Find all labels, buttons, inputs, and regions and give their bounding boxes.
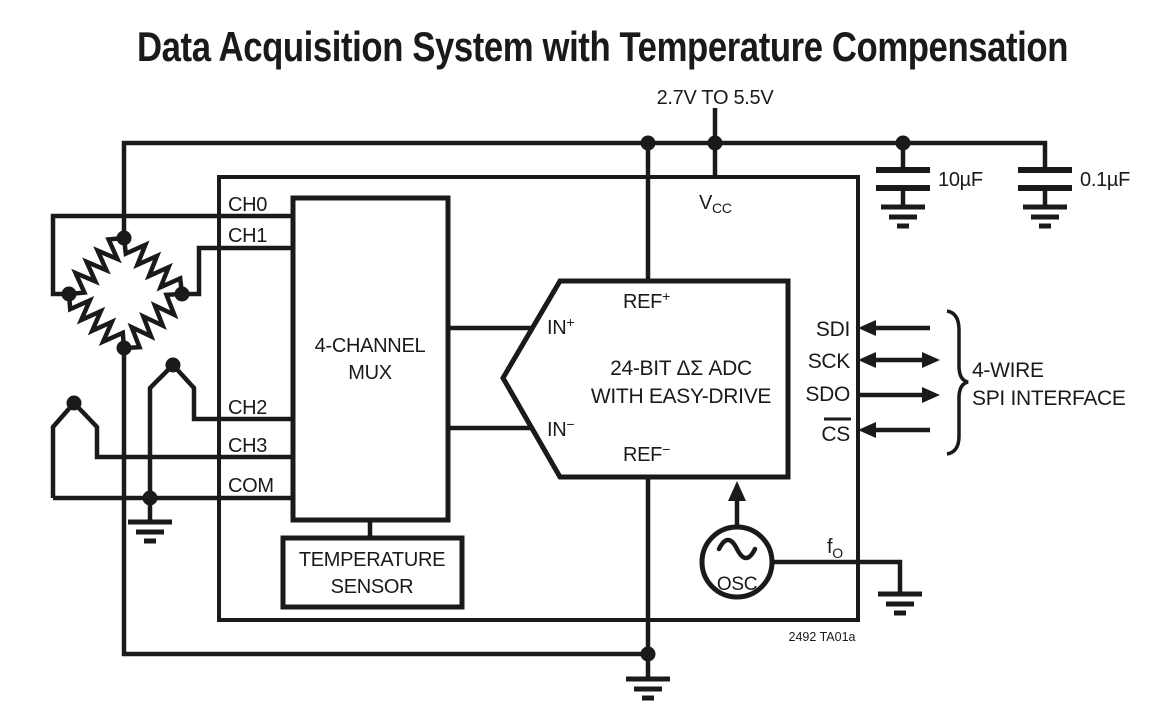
ref-plus-superscript: +	[662, 288, 670, 304]
wire-thermocouple2-left-leg	[50, 401, 76, 498]
bridge-resistor-top-right	[121, 237, 185, 295]
wheatstone-bridge	[66, 235, 185, 351]
ground-com	[128, 519, 172, 544]
in-minus-base: IN	[547, 419, 566, 441]
spi-brace	[946, 309, 969, 456]
figure-id: 2492 TA01a	[789, 630, 856, 644]
ground-symbols	[128, 204, 1067, 701]
cap-bulk-label: 10µF	[938, 169, 983, 191]
vcc-base: V	[699, 192, 713, 214]
cap-bypass-label: 0.1µF	[1080, 169, 1130, 191]
pin-label-vcc: VCC	[699, 192, 732, 216]
in-plus-base: IN	[547, 317, 566, 339]
pin-label-sdi: SDI	[816, 318, 850, 341]
temp-sensor-box	[280, 535, 465, 610]
adc-label-line1: 24-BIT ΔΣ ADC	[610, 357, 752, 380]
ground-cap-bulk	[881, 204, 925, 229]
capacitors	[876, 167, 1072, 191]
sck-arrowhead-left	[858, 352, 876, 368]
sck-arrowhead-right	[922, 352, 940, 368]
fo-base: f	[827, 536, 833, 558]
thermocouple2-junction	[66, 395, 82, 411]
pin-label-sck: SCK	[808, 350, 851, 373]
arrowheads	[728, 320, 940, 501]
ref-minus-superscript: −	[662, 441, 670, 457]
pin-label-sdo: SDO	[805, 383, 850, 406]
pin-label-com: COM	[228, 475, 274, 497]
wire-bottom-rail	[121, 348, 648, 657]
wire-thermocouple1-left-leg	[147, 363, 175, 500]
sdo-arrowhead-right	[922, 387, 940, 403]
junction-dot	[707, 135, 723, 151]
mux-label-line2: MUX	[348, 362, 392, 384]
ground-ref-minus	[626, 676, 670, 701]
pin-label-ch0: CH0	[228, 194, 267, 216]
ground-cap-bypass	[1023, 204, 1067, 229]
ref-minus-base: REF	[623, 444, 662, 466]
wire-ch1	[182, 245, 293, 297]
pin-label-in-minus: IN−	[547, 416, 574, 441]
fo-subscript: O	[832, 545, 843, 561]
bridge-node-top	[116, 230, 132, 246]
osc-label: OSC	[717, 574, 757, 595]
supply-voltage-label: 2.7V TO 5.5V	[657, 87, 775, 109]
mux-box	[290, 195, 451, 523]
diagram-title: Data Acquisition System with Temperature…	[137, 23, 1068, 70]
adc-outline	[500, 278, 791, 480]
bridge-resistor-bottom-right	[123, 291, 183, 351]
pin-label-ch1: CH1	[228, 225, 267, 247]
adc-label-line2: WITH EASY-DRIVE	[591, 385, 772, 408]
junction-dot	[640, 646, 656, 662]
bridge-node-left	[61, 286, 77, 302]
spi-annotation-line2: SPI INTERFACE	[972, 387, 1126, 410]
ground-fo	[878, 591, 922, 616]
bridge-resistor-top-left	[68, 235, 125, 297]
temp-sensor-label-line2: SENSOR	[331, 576, 414, 598]
junction-dot	[640, 135, 656, 151]
pin-label-in-plus: IN+	[547, 314, 574, 339]
junction-dot	[895, 135, 911, 151]
wire-top-rail	[121, 140, 1048, 238]
bridge-node-bottom	[116, 340, 132, 356]
wire-ch0	[50, 213, 293, 297]
in-minus-superscript: −	[566, 416, 574, 432]
pin-label-cs: CS	[821, 423, 850, 446]
bridge-node-right	[174, 286, 190, 302]
pin-label-ch2: CH2	[228, 397, 267, 419]
spi-annotation-line1: 4-WIRE	[972, 359, 1044, 382]
bridge-resistor-bottom-left	[66, 293, 127, 349]
thermocouple1-junction	[165, 357, 181, 373]
pin-label-ch3: CH3	[228, 435, 267, 457]
wire-ch2	[171, 363, 293, 422]
vcc-subscript: CC	[712, 200, 732, 216]
in-plus-superscript: +	[566, 314, 574, 330]
junction-dot	[142, 490, 158, 506]
wires	[50, 108, 1048, 679]
sine-wave-icon	[716, 537, 758, 561]
ref-plus-base: REF	[623, 291, 662, 313]
pin-label-ref-minus: REF−	[623, 441, 670, 466]
osc-circle	[699, 524, 775, 600]
mux-label-line1: 4-CHANNEL	[315, 335, 426, 357]
chip-outline	[217, 175, 860, 622]
pin-label-fo: fO	[827, 536, 843, 561]
wire-fo	[772, 559, 903, 592]
wire-ch3	[72, 401, 293, 460]
temp-sensor-label-line1: TEMPERATURE	[299, 549, 445, 571]
cs-arrowhead-left	[858, 422, 876, 438]
sdi-arrowhead-left	[858, 320, 876, 336]
pin-label-ref-plus: REF+	[623, 288, 670, 313]
osc-arrowhead-up	[728, 481, 746, 501]
junction-dots	[61, 135, 911, 662]
